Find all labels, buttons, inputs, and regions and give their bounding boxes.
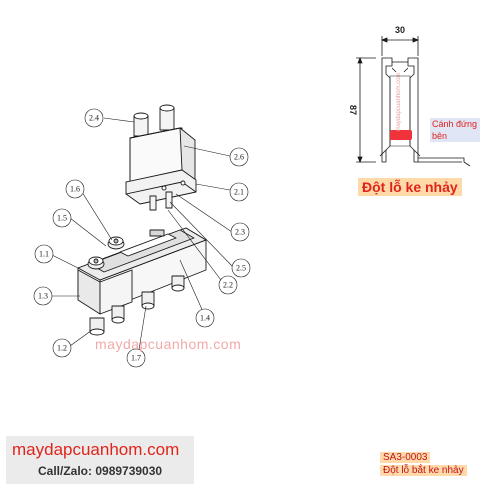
die-top-rail [89, 229, 195, 273]
side-note: Cánh đứng bên [430, 118, 480, 142]
label-2-3: 2.3 [235, 228, 245, 237]
die-left-block [77, 269, 133, 315]
label-1-4: 1.4 [200, 314, 210, 323]
profile-section [356, 36, 471, 167]
product-code: SA3-0003 [380, 452, 431, 463]
profile-watermark: maydapcuanhom.com [396, 72, 402, 131]
leader-lines [49, 117, 235, 357]
label-2-5: 2.5 [236, 264, 246, 273]
foot-bolt-left [89, 317, 105, 336]
label-1-2: 1.2 [57, 344, 67, 353]
label-1-7: 1.7 [131, 354, 141, 363]
watermark-center: maydapcuanhom.com [95, 336, 242, 352]
dim-height: 87 [348, 105, 358, 115]
label-2-4: 2.4 [89, 114, 99, 123]
label-1-5: 1.5 [57, 214, 67, 223]
foot-bolt-mid [111, 305, 125, 324]
top-bolt-right [159, 104, 175, 131]
dim-width: 30 [395, 25, 405, 35]
label-2-1: 2.1 [234, 188, 244, 197]
brand-name: maydapcuanhom.com [12, 440, 180, 459]
label-1-1: 1.1 [39, 250, 49, 259]
brand-panel: maydapcuanhom.com Call/Zalo: 0989739030 [6, 436, 194, 484]
die-bolt-rear [107, 236, 125, 250]
product-name: Đột lỗ bắt ke nhảy [380, 465, 467, 476]
die-bolt-front [87, 256, 105, 270]
punch-pin-right [165, 191, 173, 209]
top-bolt-left [133, 112, 149, 137]
diagram-title: Đột lỗ ke nhảy [358, 178, 462, 196]
punch-mark [390, 130, 412, 140]
punch-block [129, 127, 196, 183]
punch-pin-left [149, 195, 157, 211]
foot-bolt-right [141, 291, 155, 310]
label-2-2: 2.2 [223, 281, 233, 290]
brand-contact: Call/Zalo: 0989739030 [38, 464, 163, 478]
label-1-3: 1.3 [38, 292, 48, 301]
label-2-6: 2.6 [234, 153, 244, 162]
foot-bolt-back [171, 275, 185, 292]
label-1-6: 1.6 [70, 185, 80, 194]
